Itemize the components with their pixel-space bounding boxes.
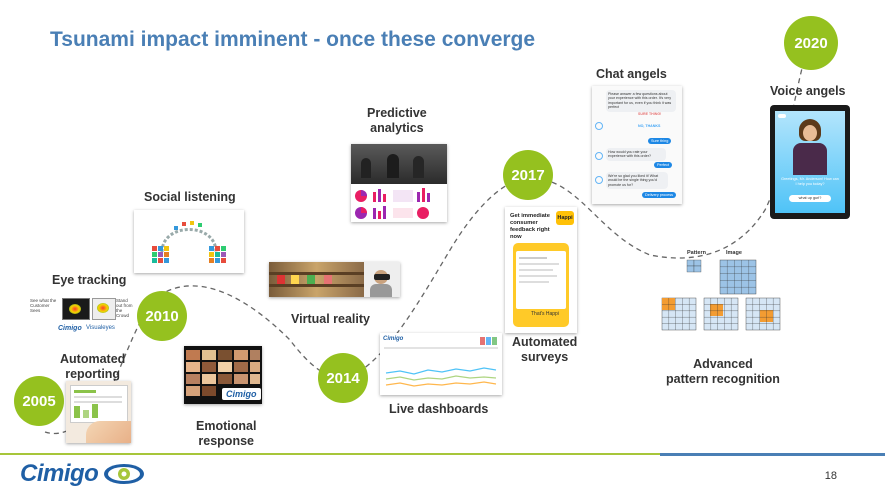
- label-line: reporting: [65, 367, 121, 381]
- image-grid: [719, 259, 757, 295]
- pattern-small: [686, 259, 702, 273]
- label-line: Predictive: [367, 106, 427, 120]
- social-listening-thumbnail: [134, 210, 244, 273]
- label-advanced-pattern: Advanced pattern recognition: [666, 357, 780, 387]
- chat-reply-1: Sure thing: [648, 138, 672, 144]
- pattern-recognition-thumbnail: Pattern Image: [660, 250, 790, 350]
- label-line: response: [198, 434, 254, 448]
- chat-bot-icon: [595, 176, 603, 184]
- virtual-reality-thumbnail: [269, 262, 400, 297]
- emotional-response-thumbnail: Cimigo: [184, 346, 262, 404]
- chat-bot-icon: [595, 122, 603, 130]
- pattern-grid-graphic: [661, 259, 781, 331]
- year-2010-badge: 2010: [137, 291, 187, 341]
- label-chat-angels: Chat angels: [596, 67, 667, 81]
- label-line: surveys: [521, 350, 569, 364]
- chat-reply-2: Perfect: [654, 162, 673, 168]
- pattern-label: Pattern: [687, 250, 706, 256]
- year-2005-badge: 2005: [14, 376, 64, 426]
- headphones-icon: [152, 221, 226, 263]
- survey-footer: That's Happi: [531, 311, 559, 317]
- logo-text: Cimigo: [20, 460, 99, 487]
- chat-angels-thumbnail: Please answer a few questions about your…: [592, 86, 682, 204]
- page-number: 18: [824, 470, 837, 482]
- label-line: Automated: [60, 352, 126, 366]
- result-grids: [661, 297, 781, 331]
- label-predictive-analytics: Predictive analytics: [367, 106, 427, 136]
- label-line: Automated: [512, 335, 578, 349]
- hand-photo: [86, 421, 131, 443]
- label-automated-surveys: Automated surveys: [512, 335, 577, 365]
- label-virtual-reality: Virtual reality: [291, 312, 370, 326]
- year-2017-badge: 2017: [503, 150, 553, 200]
- eye-caption-left: See what the Customer Sees: [30, 298, 57, 313]
- footer-divider-accent: [660, 453, 885, 456]
- voice-angels-thumbnail: Greetings, Mr. Anderson! How can I help …: [770, 105, 850, 219]
- slide-title: Tsunami impact imminent - once these con…: [50, 28, 536, 51]
- live-dashboards-thumbnail: Cimigo: [380, 333, 502, 395]
- chat-message-3: We're so glad you liked it! What would b…: [606, 172, 668, 190]
- automated-reporting-thumbnail: [66, 381, 131, 443]
- label-automated-reporting: Automated reporting: [60, 352, 125, 382]
- chat-message-1: Please answer a few questions about your…: [606, 90, 676, 112]
- chat-bot-icon: [595, 152, 603, 160]
- label-live-dashboards: Live dashboards: [389, 402, 489, 416]
- label-line: pattern recognition: [666, 372, 780, 386]
- eye-brand: Visualeyes: [86, 325, 115, 331]
- report-screen: [70, 385, 128, 423]
- label-social-listening: Social listening: [144, 190, 236, 204]
- voice-screen: Greetings, Mr. Anderson! How can I help …: [775, 111, 845, 213]
- label-line: Emotional: [196, 419, 257, 433]
- year-2020-badge: 2020: [784, 16, 838, 70]
- dashboard-logo: Cimigo: [383, 336, 404, 342]
- phone-frame: [513, 243, 569, 327]
- eye-heatmap-image-2: [92, 298, 116, 320]
- chat-reply-3: Delivery process: [642, 192, 677, 198]
- eye-caption-right: Stand out from the Crowd: [116, 298, 133, 318]
- survey-badge: Happi: [556, 211, 574, 225]
- eye-tracking-thumbnail: See what the Customer Sees Stand out fro…: [30, 296, 133, 336]
- emotional-logo: Cimigo: [222, 388, 261, 400]
- survey-headline: Get immediate consumer feedback right no…: [510, 213, 550, 240]
- eye-logo: Cimigo: [58, 325, 82, 332]
- label-voice-angels: Voice angels: [770, 84, 846, 98]
- label-line: analytics: [370, 121, 424, 135]
- chat-option-2: NO, THANKS: [638, 124, 661, 128]
- year-2014-badge: 2014: [318, 353, 368, 403]
- eye-heatmap-image-1: [62, 298, 90, 320]
- predictive-analytics-thumbnail: [351, 144, 447, 222]
- label-eye-tracking: Eye tracking: [52, 273, 127, 287]
- dashboard-chart: [384, 337, 498, 387]
- chat-message-2: How would you rate your experience with …: [606, 148, 666, 161]
- store-shelf-photo: [269, 262, 364, 297]
- analytics-charts: [351, 184, 447, 222]
- image-label: Image: [726, 250, 742, 256]
- footer-divider: [0, 453, 885, 455]
- meeting-photo: [351, 144, 447, 184]
- vr-headset-photo: [364, 262, 400, 297]
- cimigo-eye-icon: [104, 464, 145, 484]
- voice-menu-icon: [778, 114, 786, 118]
- voice-input: what up gurl?: [789, 195, 831, 202]
- voice-caption: Greetings, Mr. Anderson! How can I help …: [781, 177, 839, 186]
- label-line: Advanced: [693, 357, 753, 371]
- label-emotional-response: Emotional response: [196, 419, 256, 449]
- footer-logo: Cimigo: [20, 460, 146, 488]
- automated-surveys-thumbnail: Get immediate consumer feedback right no…: [505, 207, 577, 333]
- chat-option-1: SURE THING!: [638, 112, 662, 116]
- faces-grid: [184, 346, 262, 404]
